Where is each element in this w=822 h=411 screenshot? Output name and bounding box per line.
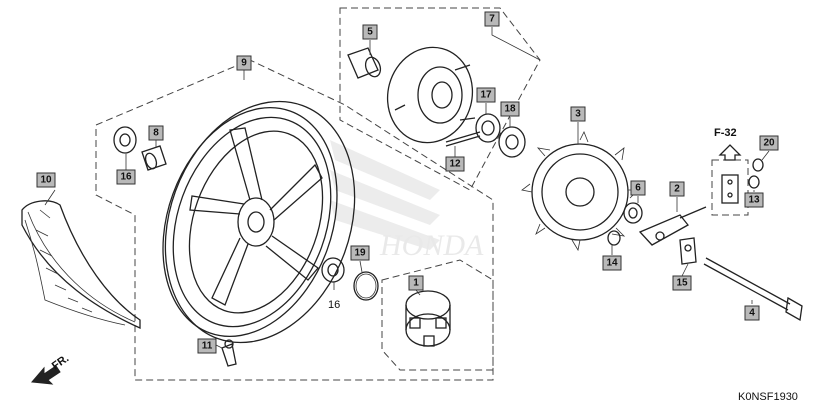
leader-lines: [44, 27, 770, 349]
callout-5[interactable]: 5: [362, 24, 378, 40]
callout-13[interactable]: 13: [744, 192, 764, 208]
up-arrow-icon: [718, 144, 742, 161]
chain-adjuster-2: [638, 206, 707, 246]
svg-text:4: 4: [749, 308, 755, 319]
svg-text:7: 7: [489, 14, 495, 25]
driven-sprocket-3: [521, 131, 639, 252]
callout-12[interactable]: 12: [445, 156, 465, 172]
svg-text:17: 17: [480, 90, 492, 101]
nut-14: [607, 230, 621, 246]
dampers-frame: [381, 259, 494, 371]
svg-text:9: 9: [241, 58, 247, 69]
washer-13: [748, 175, 760, 189]
bearing-17: [475, 113, 501, 143]
callout-18[interactable]: 18: [500, 101, 520, 117]
wheel-frame: [95, 59, 494, 381]
callout-3[interactable]: 3: [570, 106, 586, 122]
callout-4[interactable]: 4: [744, 305, 760, 321]
side-collar-6: [623, 202, 643, 224]
front-arrow-icon: [30, 365, 61, 385]
svg-text:1: 1: [413, 278, 419, 289]
bearing-16: [321, 257, 345, 283]
bearing-left: [113, 126, 137, 154]
svg-text:19: 19: [354, 248, 366, 259]
collar-5: [347, 47, 382, 79]
callout-7[interactable]: 7: [484, 11, 500, 27]
svg-text:HONDA: HONDA: [379, 229, 484, 262]
drawing-code: K0NSF1930: [738, 391, 798, 403]
svg-text:3: 3: [575, 109, 581, 120]
svg-text:13: 13: [748, 195, 760, 206]
svg-text:15: 15: [676, 278, 688, 289]
callout-9[interactable]: 9: [236, 55, 252, 71]
wheel-dampers-1: [405, 290, 451, 347]
svg-text:5: 5: [367, 27, 373, 38]
svg-text:8: 8: [153, 128, 159, 139]
svg-text:20: 20: [763, 138, 775, 149]
rear-wheel: [162, 100, 356, 344]
nut-20: [752, 158, 764, 172]
wing-logo-icon: HONDA: [330, 140, 484, 262]
valve-11: [221, 339, 237, 367]
label-bearing-16[interactable]: 16: [328, 299, 340, 311]
adjuster-plate-f32: [721, 174, 739, 204]
callout-6[interactable]: 6: [630, 180, 646, 196]
oil-seal-18: [498, 126, 526, 158]
svg-text:6: 6: [635, 183, 641, 194]
callout-2[interactable]: 2: [669, 181, 685, 197]
callout-20[interactable]: 20: [759, 135, 779, 151]
ref-f32-label[interactable]: F-32: [714, 127, 737, 139]
tire: [21, 200, 141, 330]
final-driven-flange: [386, 46, 476, 144]
f32-ref-frame: [711, 159, 749, 216]
svg-text:10: 10: [40, 175, 52, 186]
o-ring-19: [353, 271, 379, 301]
callout-1[interactable]: 1: [408, 275, 424, 291]
collar-8: [141, 145, 167, 171]
stud-bolt-12: [445, 131, 481, 147]
svg-text:16: 16: [120, 172, 132, 183]
callout-19[interactable]: 19: [350, 245, 370, 261]
callout-11[interactable]: 11: [197, 338, 217, 354]
svg-text:11: 11: [202, 341, 213, 352]
svg-text:18: 18: [504, 104, 516, 115]
callout-10[interactable]: 10: [36, 172, 56, 188]
callout-8[interactable]: 8: [148, 125, 164, 141]
rear-axle-4: [703, 257, 803, 322]
callout-14[interactable]: 14: [602, 255, 622, 271]
svg-text:14: 14: [606, 258, 618, 269]
svg-text:2: 2: [674, 184, 680, 195]
callout-17[interactable]: 17: [476, 87, 496, 103]
svg-text:12: 12: [449, 159, 461, 170]
callout-16[interactable]: 16: [116, 169, 136, 185]
callout-15[interactable]: 15: [672, 275, 692, 291]
adjuster-plate-15: [679, 237, 697, 265]
hub-frame: [339, 7, 541, 191]
